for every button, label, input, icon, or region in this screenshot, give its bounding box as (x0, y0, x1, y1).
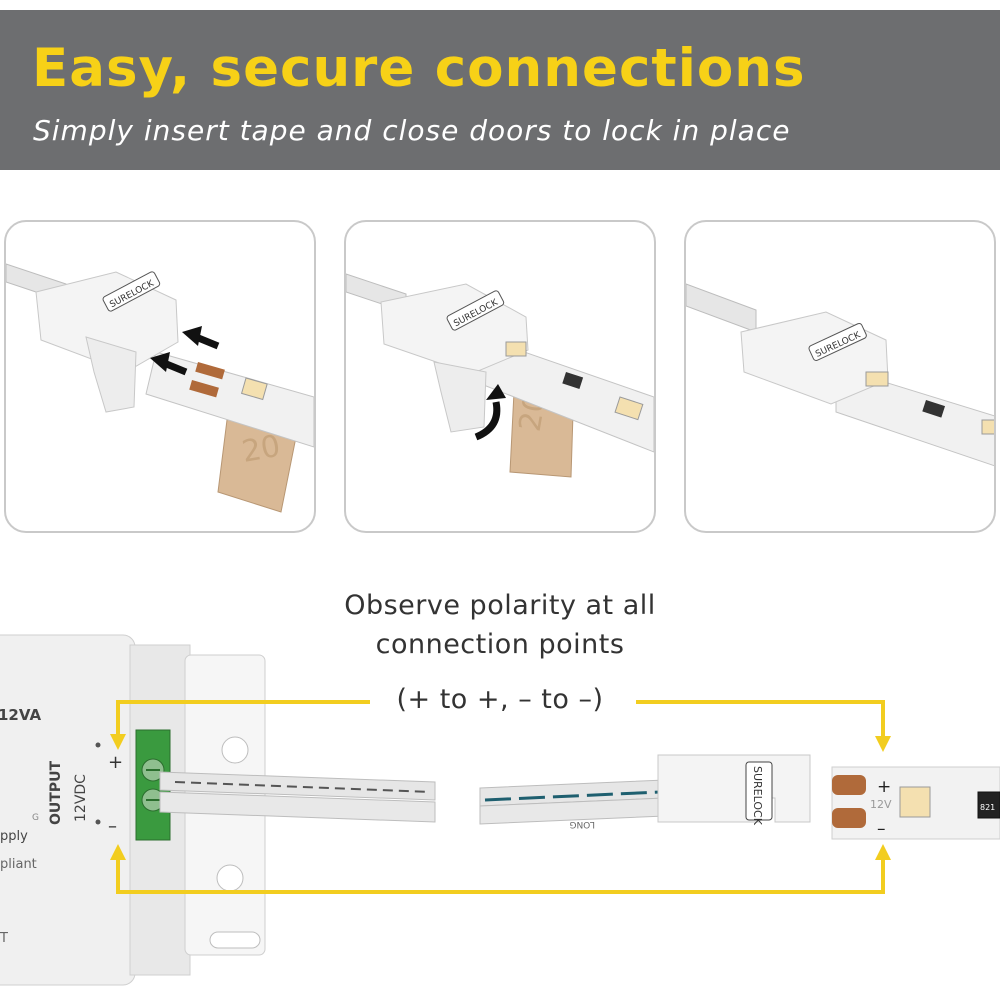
polarity-diagram: Observe polarity at all connection point… (0, 560, 1000, 1000)
wire-print: LONG (569, 819, 595, 829)
polarity-note-line-2: connection points (375, 629, 625, 660)
power-supply-rating: 12VA (0, 706, 41, 724)
polarity-minus-arrow-right (875, 844, 891, 860)
connector-logo: SURELOCK (751, 766, 764, 826)
page-title: Easy, secure connections (32, 38, 806, 99)
connector-door (433, 361, 487, 433)
supply-plus-sign: + (108, 752, 123, 773)
wiring-illustration: 12VA pply pliant T G OUTPUT 12VDC + – LO… (0, 634, 1000, 986)
output-label: OUTPUT (48, 761, 64, 825)
power-supply-text-c: T (0, 931, 8, 946)
polarity-plus-line (116, 700, 885, 738)
connector-door (85, 336, 137, 413)
svg-text:20: 20 (239, 429, 283, 470)
tape-plus-sign: + (877, 777, 891, 797)
polarity-note-line-1: Observe polarity at all (344, 590, 656, 621)
power-supply-text-d: G (32, 813, 39, 823)
polarity-minus-line (116, 858, 885, 894)
step-1-insert-panel: 20 SURELOCK (4, 220, 316, 533)
led-chip (240, 377, 268, 401)
tape-minus-sign: – (877, 819, 886, 839)
voltage-label: 12VDC (73, 774, 89, 822)
polarity-minus-arrow-left (110, 844, 126, 860)
close-door-arrow-icon (474, 384, 506, 441)
polarity-plus-arrow-right (875, 736, 891, 752)
step-3-locked-panel: SURELOCK (684, 220, 996, 533)
resistor-code: 821 (980, 803, 995, 812)
tape-voltage: 12V (870, 798, 892, 811)
step-2-close-panel: 20 SURELOCK (344, 220, 656, 533)
supply-wire (159, 771, 436, 823)
step-2-illustration: 20 SURELOCK (346, 273, 654, 478)
step-3-illustration: SURELOCK (686, 283, 994, 467)
power-supply-text-a: pply (0, 829, 28, 844)
led-tape-end (831, 766, 1000, 840)
supply-minus-sign: – (108, 816, 117, 837)
polarity-plus-arrow-left (110, 734, 126, 750)
resistor (977, 791, 1000, 819)
connector-body (35, 271, 179, 373)
polarity-note-line-3: (+ to +, – to –) (396, 684, 604, 715)
insert-arrows-icon (150, 326, 220, 376)
header-banner: Easy, secure connections Simply insert t… (0, 10, 1000, 170)
surelock-connector (657, 754, 811, 823)
led-chip (614, 396, 644, 421)
power-supply-text-b: pliant (0, 857, 37, 872)
led-chip (899, 786, 931, 818)
page-subtitle: Simply insert tape and close doors to lo… (33, 114, 791, 147)
connector-wire (479, 779, 666, 825)
step-1-illustration: 20 SURELOCK (6, 263, 314, 513)
